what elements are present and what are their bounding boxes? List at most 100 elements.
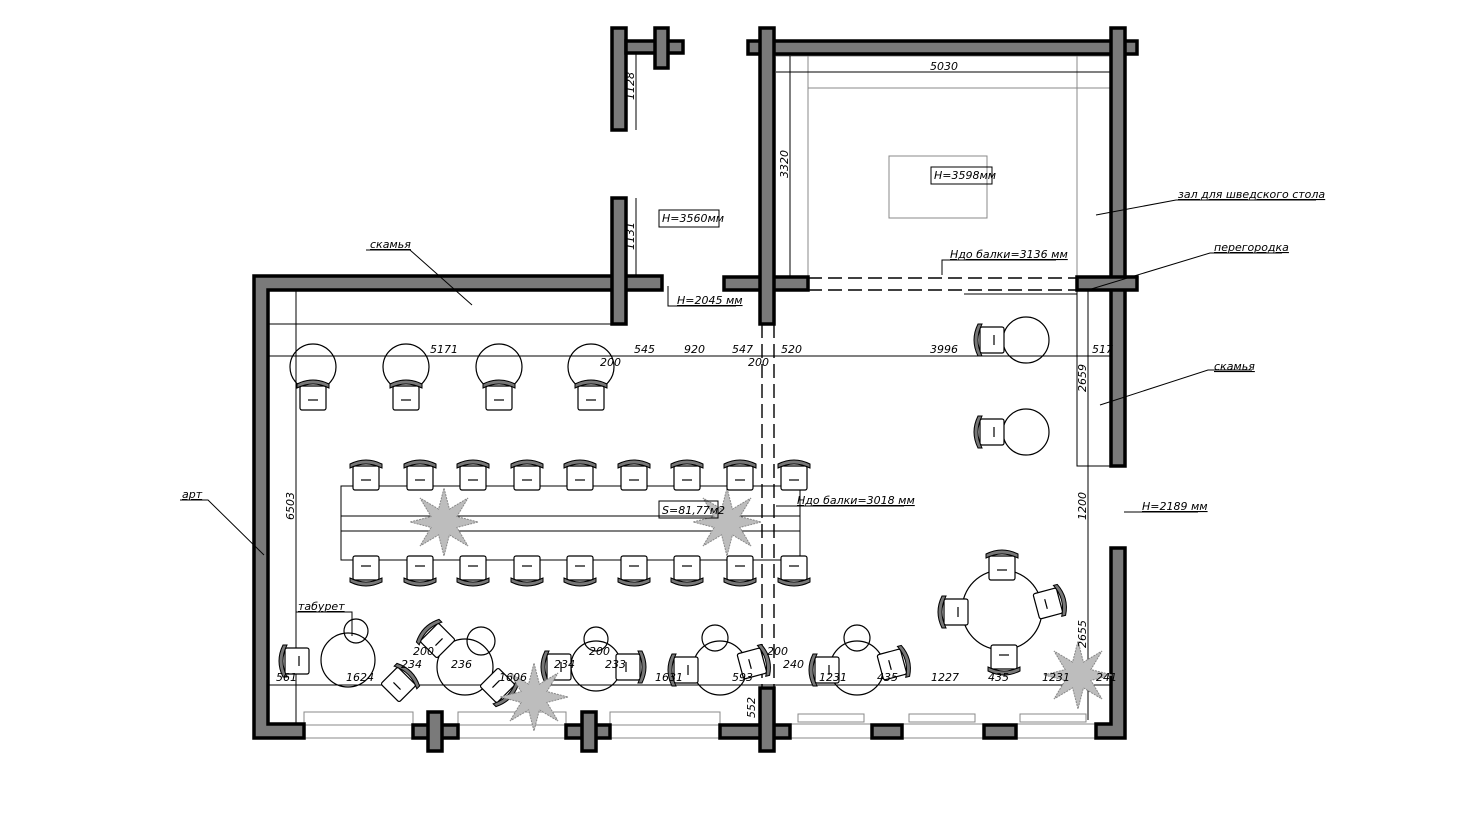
- chair-seat: [780, 555, 808, 581]
- outer-wall-right: [1109, 26, 1127, 468]
- dim: 920: [684, 343, 705, 356]
- dim: 1128: [624, 72, 637, 100]
- chair-back: [670, 577, 704, 587]
- dim: 561: [276, 671, 297, 684]
- chair-back: [403, 577, 437, 587]
- chair-mark: [435, 638, 443, 646]
- buffet-table: [888, 155, 988, 219]
- column: [610, 196, 628, 326]
- chair-mark: [393, 682, 401, 690]
- chair-seat: [406, 465, 434, 491]
- stool: [343, 618, 369, 644]
- dim: 233: [605, 658, 626, 671]
- dim: 435: [877, 671, 898, 684]
- chair: [723, 555, 757, 587]
- chair: [617, 555, 651, 587]
- chair: [403, 555, 437, 587]
- chair-seat: [1032, 587, 1064, 620]
- height-label: H=3560мм: [662, 212, 724, 225]
- chair: [670, 459, 704, 491]
- chair: [479, 667, 520, 708]
- round-table: [1002, 408, 1050, 456]
- window-sill: [908, 713, 976, 723]
- chair: [937, 595, 969, 629]
- round-table: [320, 632, 376, 688]
- chair-back: [482, 379, 516, 389]
- dim: 234: [401, 658, 422, 671]
- chair-seat: [299, 385, 327, 411]
- chair-back: [1052, 583, 1067, 618]
- chair-back: [985, 549, 1019, 559]
- dim: 200: [600, 356, 621, 369]
- beam-height-label: Hдо балки=3136 мм: [950, 248, 1068, 261]
- label-frame: [658, 209, 720, 228]
- chair-back: [574, 379, 608, 389]
- dim: 200: [589, 645, 610, 658]
- chair-seat: [615, 653, 641, 681]
- dim: 2659: [1076, 364, 1089, 392]
- chair-seat: [620, 465, 648, 491]
- outer-wall-right-lower: [1094, 546, 1127, 740]
- chair: [403, 459, 437, 491]
- dim: 435: [988, 671, 1009, 684]
- chair-mark: [1044, 599, 1048, 609]
- area-label: S=81,77м2: [662, 504, 725, 517]
- wall-segment: [982, 723, 1018, 740]
- chair-back: [510, 459, 544, 469]
- chair-seat: [990, 644, 1018, 670]
- chair-seat: [352, 465, 380, 491]
- dim: 200: [748, 356, 769, 369]
- chair: [563, 459, 597, 491]
- column: [653, 26, 670, 70]
- labels: скамья арт табурет зал для шведского сто…: [182, 166, 1325, 613]
- chair: [296, 379, 330, 411]
- leader-line: [296, 611, 353, 636]
- chair: [540, 650, 572, 684]
- chair-back: [456, 459, 490, 469]
- leader-lines: [180, 199, 1316, 636]
- dim: 552: [745, 697, 758, 718]
- chair-back: [389, 379, 423, 389]
- chair: [617, 459, 651, 491]
- chair-seat: [459, 555, 487, 581]
- chair-seat: [673, 656, 699, 684]
- chair-back: [723, 459, 757, 469]
- chair-back: [667, 653, 677, 687]
- chair-back: [777, 459, 811, 469]
- beam-height-label: Hдо балки=3018 мм: [797, 494, 915, 507]
- chair-back: [393, 662, 421, 690]
- chair-seat: [943, 598, 969, 626]
- dimensions: 5171 200 545 920 547 200 520 3996 517 11…: [276, 60, 1117, 718]
- chair-back: [617, 577, 651, 587]
- chair-seat: [352, 555, 380, 581]
- column: [758, 26, 776, 326]
- bench-top: [267, 289, 613, 325]
- chair-back: [808, 653, 818, 687]
- chair: [510, 459, 544, 491]
- chair-seat: [392, 385, 420, 411]
- chair-back: [403, 459, 437, 469]
- dim: 5171: [430, 343, 458, 356]
- dim: 1231: [819, 671, 847, 684]
- chair-back: [540, 650, 550, 684]
- chair: [380, 662, 421, 703]
- chair-seat: [673, 465, 701, 491]
- wall-segment: [718, 723, 792, 740]
- chair-back: [349, 577, 383, 587]
- dim: 547: [732, 343, 753, 356]
- chair: [482, 379, 516, 411]
- interior-lines: [262, 40, 1118, 739]
- chair: [670, 555, 704, 587]
- label-frame: [930, 166, 993, 185]
- chair-seat: [513, 555, 541, 581]
- dim: 1624: [346, 671, 374, 684]
- height-label: H=3598мм: [934, 169, 996, 182]
- buffet-hall-label: зал для шведского стола: [1178, 188, 1325, 201]
- chair: [349, 459, 383, 491]
- window: [789, 723, 873, 739]
- outer-wall-top: [746, 39, 1139, 56]
- chair-seat: [513, 465, 541, 491]
- bench-label: скамья: [370, 238, 411, 251]
- chair-back: [896, 644, 911, 679]
- art-label: арт: [182, 488, 203, 501]
